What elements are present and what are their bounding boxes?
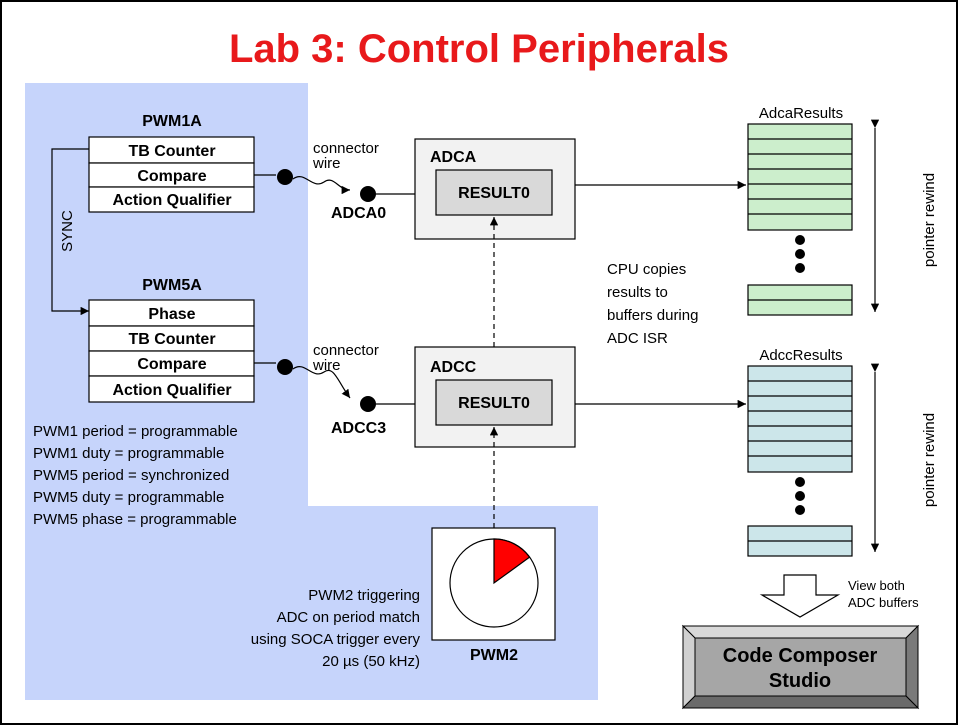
pwm5a-row-action-qualifier: Action Qualifier	[112, 382, 231, 399]
pwm2-note-line-3: using SOCA trigger every	[251, 631, 421, 648]
pwm1a-row-compare: Compare	[137, 168, 206, 185]
adcc-rewind-label: pointer rewind	[921, 413, 938, 507]
cpu-note-line-2: results to	[607, 284, 668, 301]
connector-label-adca-2: wire	[312, 155, 341, 172]
adca-result0-register	[435, 169, 553, 216]
pwm-note-5: PWM5 phase = programmable	[33, 511, 237, 528]
adcc3-pin-label: ADCC3	[331, 420, 386, 437]
code-composer-studio-box: Code Composer Studio	[681, 624, 920, 710]
slide-title: Lab 3: Control Peripherals	[229, 27, 729, 71]
sync-line	[51, 148, 89, 316]
pwm1a-block: PWM1A TB Counter Compare Action Qualifie…	[88, 113, 255, 213]
connector-wire-adcc: connector wire ADCC3	[254, 342, 415, 437]
pwm-note-2: PWM1 duty = programmable	[33, 445, 224, 462]
connector-label-adcc-2: wire	[312, 357, 341, 374]
adca-title: ADCA	[430, 149, 477, 166]
pwm1a-row-action-qualifier: Action Qualifier	[112, 192, 231, 209]
adcc-results-buffer: AdccResults pointer rewind	[747, 347, 938, 557]
adcc-results-title: AdccResults	[759, 347, 842, 364]
pwm1a-title: PWM1A	[142, 113, 202, 130]
pwm5a-block: PWM5A Phase TB Counter Compare Action Qu…	[88, 277, 255, 403]
ccs-label-line-2: Studio	[769, 670, 831, 692]
adcc-module: ADCC RESULT0	[414, 346, 576, 448]
view-down-arrow	[759, 574, 841, 618]
adcc-title: ADCC	[430, 359, 477, 376]
connector-wire-adca: connector wire ADCA0	[254, 140, 415, 222]
pwm2-period-slice	[493, 538, 531, 585]
cpu-note-line-3: buffers during	[607, 307, 698, 324]
cpu-note-line-4: ADC ISR	[607, 330, 668, 347]
ccs-label-line-1: Code Composer	[723, 645, 878, 667]
adca-rewind-label: pointer rewind	[921, 173, 938, 267]
pwm2-title: PWM2	[470, 647, 518, 664]
pwm2-note-line-4: 20 µs (50 kHz)	[322, 653, 420, 670]
pwm5a-title: PWM5A	[142, 277, 202, 294]
pwm-note-1: PWM1 period = programmable	[33, 423, 238, 440]
pwm5a-row-phase: Phase	[148, 306, 195, 323]
pwm5a-row-compare: Compare	[137, 356, 206, 373]
pwm2-block: PWM2 PWM2 triggering ADC on period match…	[251, 527, 556, 670]
adca-module: ADCA RESULT0	[414, 138, 576, 240]
pwm5a-row-tb-counter: TB Counter	[128, 331, 215, 348]
pwm2-note-line-1: PWM2 triggering	[308, 587, 420, 604]
pwm2-note-line-2: ADC on period match	[277, 609, 420, 626]
adca-results-title: AdcaResults	[759, 105, 843, 122]
adca-result0-label: RESULT0	[458, 185, 530, 202]
pwm-note-3: PWM5 period = synchronized	[33, 467, 229, 484]
connector-label-adcc-1: connector	[313, 342, 379, 359]
pwm-note-4: PWM5 duty = programmable	[33, 489, 224, 506]
adca-results-buffer: AdcaResults pointer rewind	[747, 105, 938, 316]
pwm1a-row-tb-counter: TB Counter	[128, 143, 215, 160]
cpu-note-line-1: CPU copies	[607, 261, 686, 278]
adcc-result0-label: RESULT0	[458, 395, 530, 412]
view-note-line-1: View both	[848, 578, 905, 593]
connector-label-adca-1: connector	[313, 140, 379, 157]
view-note-line-2: ADC buffers	[848, 595, 919, 610]
sync-label: SYNC	[59, 210, 76, 252]
adcc-result0-register	[435, 379, 553, 426]
adca0-pin-label: ADCA0	[331, 205, 386, 222]
